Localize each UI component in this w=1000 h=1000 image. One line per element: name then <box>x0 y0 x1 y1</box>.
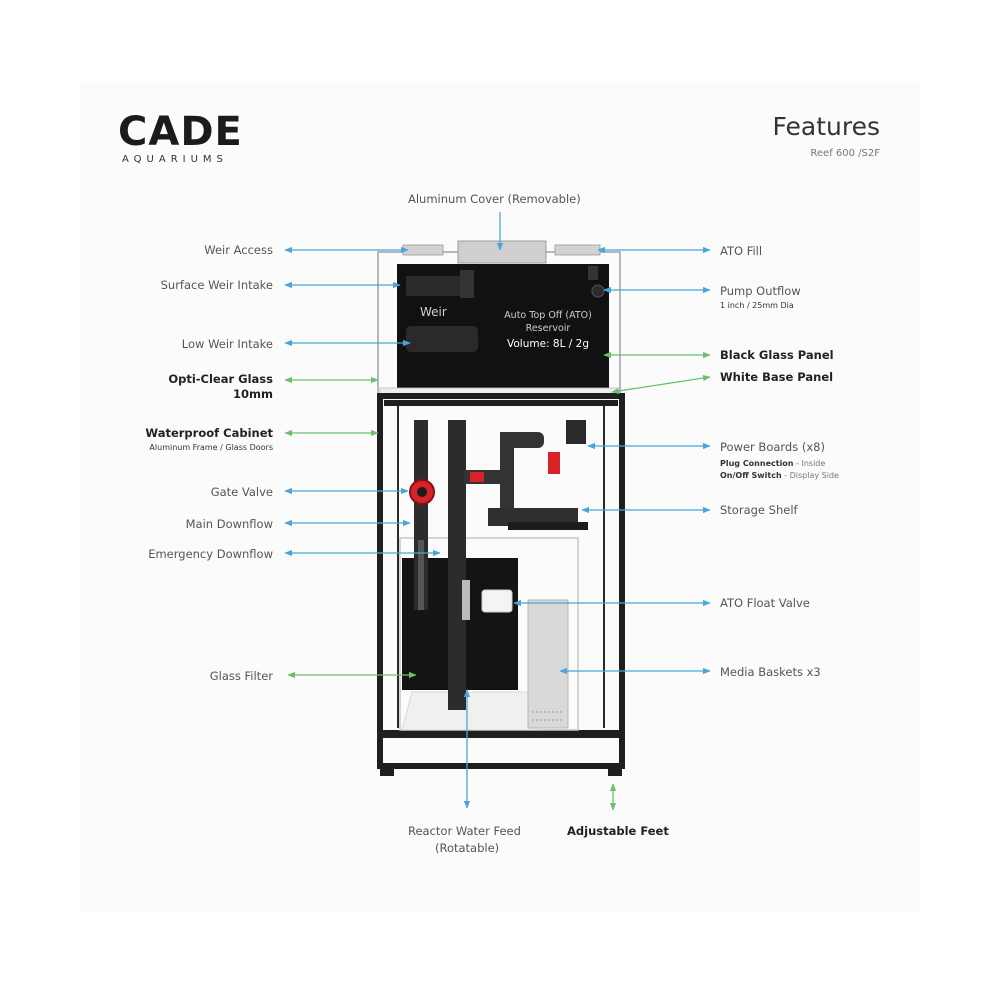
label-reactor-water-feed: Reactor Water Feed <box>408 824 521 838</box>
note-plug-connection: Plug Connection - Inside <box>720 458 825 469</box>
plumbing <box>409 420 588 710</box>
adjustable-foot <box>380 764 394 776</box>
label-ato-fill: ATO Fill <box>720 244 763 258</box>
note-waterproof-cabinet: Aluminum Frame / Glass Doors <box>149 443 273 452</box>
label-opti-clear-glass: Opti-Clear Glass <box>168 372 273 386</box>
label-storage-shelf: Storage Shelf <box>720 503 798 517</box>
label-white-base-panel: White Base Panel <box>720 370 834 384</box>
label-power-boards: Power Boards (x8) <box>720 440 825 454</box>
label-reactor-rotatable: (Rotatable) <box>435 841 500 855</box>
ato-reservoir-text-2: Reservoir <box>526 323 571 334</box>
note-plug-connection-detail: - Inside <box>793 459 826 468</box>
brand-tagline: AQUARIUMS <box>122 154 228 165</box>
label-gate-valve: Gate Valve <box>210 485 273 499</box>
note-onoff-switch: On/Off Switch - Display Side <box>720 470 839 481</box>
weir-text: Weir <box>420 305 447 319</box>
callout-arrows <box>284 212 711 811</box>
label-adjustable-feet: Adjustable Feet <box>567 824 669 838</box>
note-onoff-switch-title: On/Off Switch <box>720 471 782 480</box>
label-opti-clear-thickness: 10mm <box>233 387 273 401</box>
label-main-downflow: Main Downflow <box>185 517 273 531</box>
label-black-glass-panel: Black Glass Panel <box>720 348 834 362</box>
label-waterproof-cabinet: Waterproof Cabinet <box>145 426 273 440</box>
weir-access-cover <box>402 244 444 256</box>
ato-reservoir-text-1: Auto Top Off (ATO) <box>504 310 592 321</box>
label-media-baskets: Media Baskets x3 <box>720 665 821 679</box>
brand-logo: CADE AQUARIUMS <box>118 112 243 165</box>
ato-volume-text: Volume: 8L / 2g <box>507 338 589 350</box>
label-emergency-downflow: Emergency Downflow <box>148 547 273 561</box>
brand-name: CADE <box>118 109 243 155</box>
model-name: Reef 600 /S2F <box>810 148 880 159</box>
display-tank <box>377 240 621 396</box>
red-valve-handle <box>548 452 560 474</box>
low-weir-intake <box>406 326 478 352</box>
storage-shelf <box>508 522 588 530</box>
label-ato-float-valve: ATO Float Valve <box>720 596 810 610</box>
note-onoff-switch-detail: - Display Side <box>781 471 839 480</box>
ato-float-valve <box>481 589 513 613</box>
note-pump-outflow: 1 inch / 25mm Dia <box>720 301 794 310</box>
aluminum-cover <box>457 240 547 264</box>
label-aluminum-cover: Aluminum Cover (Removable) <box>408 192 581 206</box>
surface-weir-intake <box>406 276 466 296</box>
label-low-weir-intake: Low Weir Intake <box>181 337 273 351</box>
note-plug-connection-title: Plug Connection <box>720 459 794 468</box>
adjustable-foot <box>608 764 622 776</box>
page-title: Features <box>772 112 881 141</box>
pump-outflow-nozzle <box>591 284 605 298</box>
label-pump-outflow: Pump Outflow <box>720 284 801 298</box>
label-glass-filter: Glass Filter <box>209 669 273 683</box>
label-surface-weir-intake: Surface Weir Intake <box>160 278 273 292</box>
media-baskets <box>527 599 569 729</box>
label-weir-access: Weir Access <box>204 243 273 257</box>
ato-fill-cover <box>554 244 601 256</box>
